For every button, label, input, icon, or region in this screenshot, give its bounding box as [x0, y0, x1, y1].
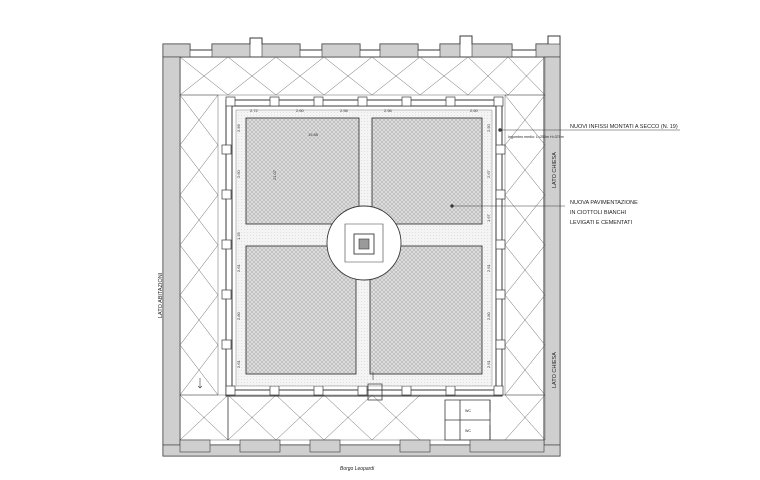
infissi-title: NUOVI INFISSI MONTATI A SECCO (N. 19) [570, 124, 678, 130]
dim-right-3: 1.67 [486, 213, 491, 222]
dim-left-1: 2.56 [236, 123, 241, 132]
pav-line-3: LEVIGATI E CEMENTATI [570, 220, 633, 226]
dim-inner-w: 19.85 [308, 132, 319, 137]
dim-left-4: 2.61 [236, 263, 241, 272]
dim-left-2: 2.60 [236, 169, 241, 178]
dim-right-6: 2.61 [486, 359, 491, 368]
label-lato-chiesa-bottom: LATO CHIESA [552, 352, 558, 388]
dim-right-5: 2.80 [486, 311, 491, 320]
dim-top-4: 2.56 [384, 108, 393, 113]
dim-right-2: 2.67 [486, 169, 491, 178]
dim-right-1: 2.50 [486, 123, 491, 132]
wall-piers [162, 43, 561, 457]
label-lato-abitazioni: LATO ABITAZIONI [158, 272, 164, 318]
dim-top-5: 2.60 [470, 108, 479, 113]
dim-top-2: 2.60 [296, 108, 305, 113]
cloister-columns [221, 96, 506, 396]
infissi-detail: Ingombro medio: L=250m H=370m [508, 135, 564, 139]
dim-top-1: 2.72 [250, 108, 259, 113]
dim-left-5: 2.80 [236, 311, 241, 320]
portico-vaults [179, 56, 546, 441]
dim-inner-h: 21.07 [272, 169, 277, 180]
plot-top-right [371, 117, 483, 225]
dim-right-4: 2.61 [486, 263, 491, 272]
leader-lines [450, 128, 680, 208]
dim-left-3: 1.25 [236, 231, 241, 240]
bottom-piers [179, 439, 545, 453]
garden-plots [245, 117, 483, 375]
dim-top-3: 2.56 [340, 108, 349, 113]
plot-top-left [245, 117, 360, 225]
pav-line-2: IN CIOTTOLI BIANCHI [570, 210, 627, 216]
pav-line-1: NUOVA PAVIMENTAZIONE [570, 200, 638, 206]
central-roundel [326, 205, 402, 281]
dim-left-6: 2.61 [236, 359, 241, 368]
label-wc-1: WC [465, 409, 471, 413]
door-marks [197, 372, 374, 389]
label-borgo-leopardi: Borgo Leopardi [340, 466, 375, 472]
label-wc-2: WC [465, 429, 471, 433]
label-lato-chiesa-top: LATO CHIESA [552, 152, 558, 188]
